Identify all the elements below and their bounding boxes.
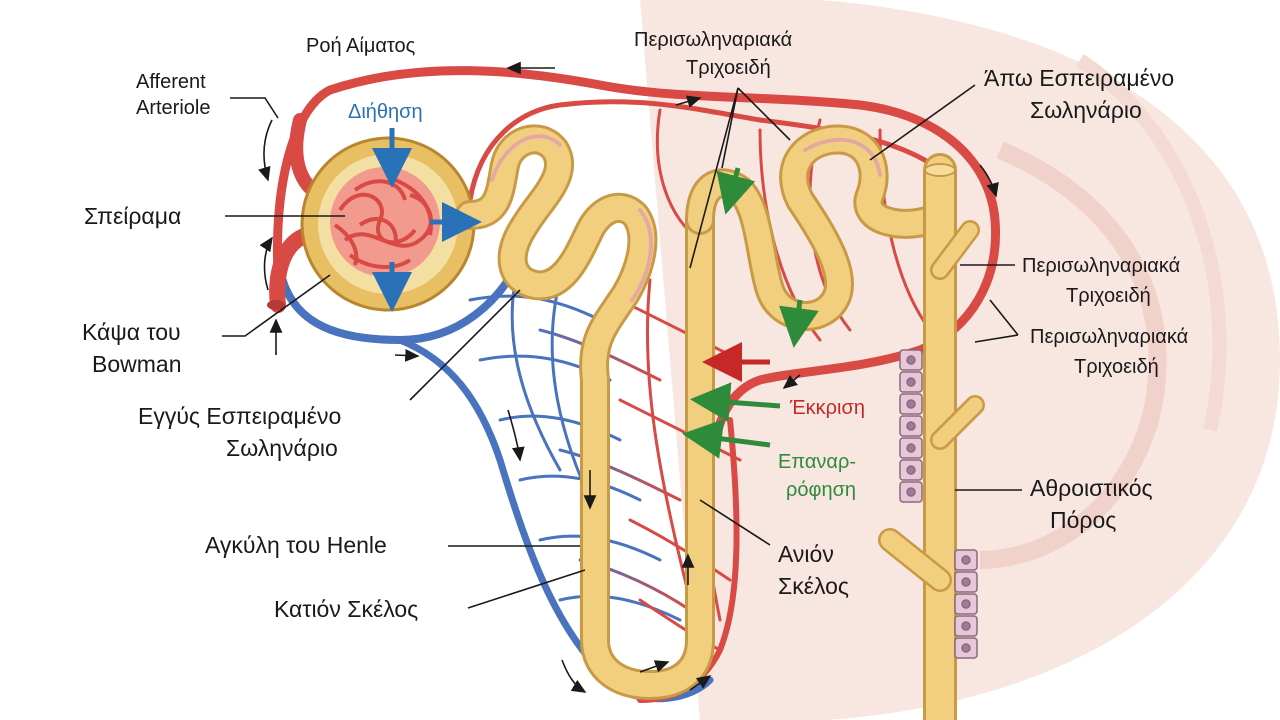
- bowman-label-line1: Κάψα του: [82, 319, 181, 345]
- dct-label-line1: Άπω Εσπειραμένο: [984, 65, 1174, 91]
- ascending-limb-label-line2: Σκέλος: [778, 573, 849, 599]
- filtration-label: Διήθηση: [348, 101, 423, 123]
- pct-label-line1: Εγγύς Εσπειραμένο: [138, 403, 341, 429]
- bowman-label-line2: Bowman: [92, 351, 181, 377]
- afferent-label-line2: Arteriole: [136, 97, 210, 119]
- blood-flow-label: Ροή Αίματος: [306, 35, 416, 57]
- reabsorption-label-line2: ρόφηση: [786, 479, 856, 501]
- descending-limb-label: Κατιόν Σκέλος: [274, 596, 418, 622]
- glomerulus: [330, 167, 440, 277]
- peritubular-right1-label-line2: Τριχοειδή: [1066, 285, 1151, 307]
- peritubular-right2-label-line1: Περισωληναριακά: [1030, 326, 1188, 348]
- pct-label-line2: Σωληνάριο: [226, 435, 338, 461]
- peritubular-top-label-line1: Περισωληναριακά: [634, 29, 792, 51]
- afferent-label-line1: Afferent: [136, 71, 206, 93]
- glomerulus-label: Σπείραμα: [84, 203, 181, 229]
- ascending-limb-label-line1: Ανιόν: [778, 541, 834, 567]
- peritubular-right1-label-line1: Περισωληναριακά: [1022, 255, 1180, 277]
- loop-henle-label: Αγκύλη του Henle: [205, 532, 387, 558]
- collecting-duct-label-line2: Πόρος: [1050, 507, 1116, 533]
- secretion-label: Έκκριση: [789, 397, 865, 419]
- dct-label-line2: Σωληνάριο: [1030, 97, 1142, 123]
- reabsorption-label-line1: Επαναρ-: [778, 451, 856, 473]
- peritubular-right2-label-line2: Τριχοειδή: [1074, 356, 1159, 378]
- peritubular-top-label-line2: Τριχοειδή: [686, 57, 771, 79]
- collecting-duct-label-line1: Αθροιστικός: [1030, 475, 1153, 501]
